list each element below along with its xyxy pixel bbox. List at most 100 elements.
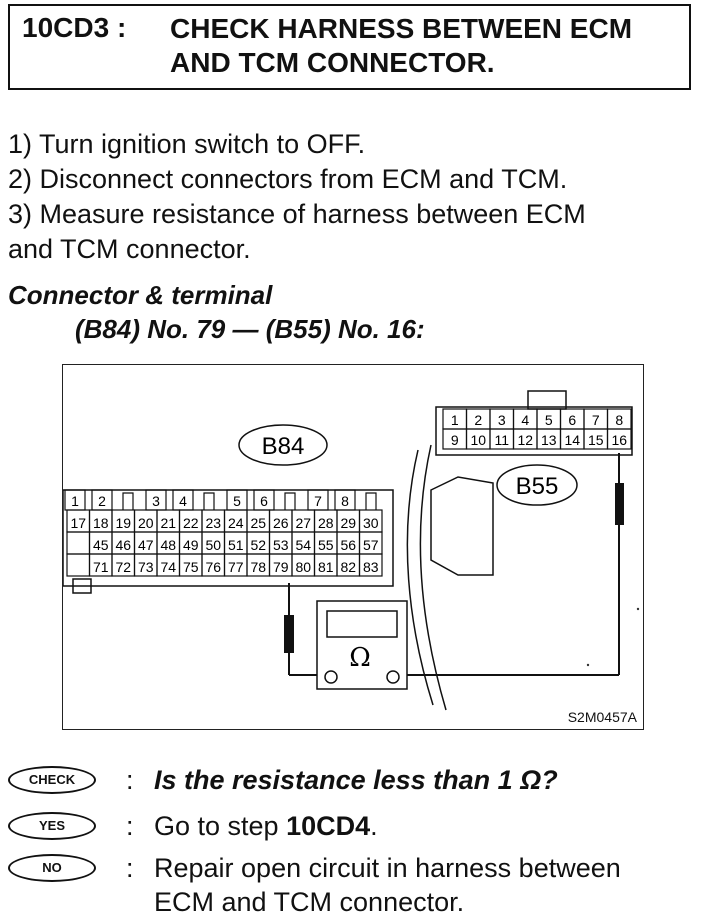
b55-terminal-number: 7 (592, 412, 600, 428)
speck (586, 663, 590, 667)
b55-terminal-number: 9 (451, 432, 459, 448)
b84-terminal-number: 26 (273, 515, 289, 531)
b84-terminal-number: 53 (273, 537, 289, 553)
b84-terminal-number: 50 (205, 537, 221, 553)
b84-terminal-number: 80 (295, 559, 311, 575)
b84-terminal-number: 6 (260, 493, 268, 509)
b84-terminal-number: 17 (70, 515, 86, 531)
b55-terminal-number: 11 (494, 432, 509, 448)
b84-terminal-number: 54 (295, 537, 311, 553)
b55-terminal-number: 15 (588, 432, 604, 448)
b84-terminal-number: 57 (363, 537, 379, 553)
b84-terminal-number: 75 (183, 559, 199, 575)
b84-terminal-number: 49 (183, 537, 199, 553)
b84-terminal-number: 81 (318, 559, 334, 575)
b55-terminal-number: 14 (564, 432, 580, 448)
no-colon: : (126, 853, 134, 883)
b84-terminal-number: 45 (93, 537, 109, 553)
ohm-symbol: Ω (349, 643, 371, 673)
speck (636, 607, 640, 611)
yes-colon: : (126, 811, 134, 841)
ohmmeter (316, 600, 408, 690)
b84-terminal-number: 18 (93, 515, 109, 531)
b84-terminal-number: 7 (314, 493, 322, 509)
b84-terminal-number: 73 (138, 559, 154, 575)
b55-terminal-cell (606, 428, 632, 450)
instruction-step-3-cont: and TCM connector. (8, 234, 251, 264)
check-question: Is the resistance less than 1 Ω? (154, 765, 558, 795)
b84-terminal-number: 52 (250, 537, 266, 553)
step-title: CHECK HARNESS BETWEEN ECM AND TCM CONNEC… (170, 12, 685, 80)
step-code: 10CD3 : (22, 12, 127, 43)
step-header-box: 10CD3 : CHECK HARNESS BETWEEN ECM AND TC… (8, 4, 691, 90)
b55-terminal-number: 8 (615, 412, 623, 428)
b84-terminal-number: 20 (138, 515, 154, 531)
b84-terminal-number: 19 (115, 515, 131, 531)
b84-terminal-number: 71 (93, 559, 109, 575)
b84-notch (203, 492, 215, 510)
b55-terminal-number: 1 (451, 412, 459, 428)
yes-badge: YES (8, 812, 96, 840)
b84-terminal-number: 76 (205, 559, 221, 575)
b84-terminal-number: 47 (138, 537, 154, 553)
no-answer: Repair open circuit in harness between E… (154, 851, 699, 919)
instruction-list: 1) Turn ignition switch to OFF. 2) Disco… (8, 127, 698, 267)
step-title-line1: CHECK HARNESS BETWEEN ECM (170, 13, 633, 44)
b55-terminal-number: 13 (541, 432, 557, 448)
b84-terminal-number: 77 (228, 559, 244, 575)
b84-terminal-number: 2 (98, 493, 106, 509)
b84-terminal-number: 72 (115, 559, 131, 575)
b84-terminal-number: 74 (160, 559, 176, 575)
b55-terminal-number: 16 (611, 432, 627, 448)
b84-terminal-cell (358, 553, 383, 577)
yes-answer: Go to step 10CD4. (154, 809, 699, 843)
yes-suffix: . (370, 811, 378, 841)
b84-terminal-number: 30 (363, 515, 379, 531)
check-colon: : (126, 765, 134, 795)
b84-terminal-number: 83 (363, 559, 379, 575)
b55-terminal-number: 12 (517, 432, 533, 448)
b84-terminal-number: 51 (228, 537, 244, 553)
check-badge: CHECK (8, 766, 96, 794)
b84-label: B84 (262, 433, 305, 460)
b55-probe (396, 453, 624, 676)
b84-terminal-number: 8 (341, 493, 349, 509)
b84-terminal-number: 79 (273, 559, 289, 575)
b84-terminal-cell (66, 531, 91, 555)
connector-detail: (B84) No. 79 — (B55) No. 16: (75, 314, 425, 344)
b55-terminal-number: 2 (474, 412, 482, 428)
b84-terminal-number: 5 (233, 493, 241, 509)
figure-code: S2M0457A (567, 709, 637, 725)
b84-terminal-number: 3 (152, 493, 160, 509)
b84-terminal-number: 23 (205, 515, 221, 531)
b84-terminal-number: 48 (160, 537, 176, 553)
instruction-step-2: 2) Disconnect connectors from ECM and TC… (8, 164, 568, 194)
b84-terminal-number: 46 (115, 537, 131, 553)
b84-terminal-number: 78 (250, 559, 266, 575)
b84-terminal-number: 29 (340, 515, 356, 531)
b84-notch (284, 492, 296, 510)
b55-label: B55 (516, 473, 559, 500)
b84-terminal-number: 28 (318, 515, 334, 531)
b84-label-oval (238, 424, 328, 466)
yes-step-ref: 10CD4 (286, 811, 371, 841)
break-line-right (419, 444, 447, 711)
instruction-step-3: 3) Measure resistance of harness between… (8, 199, 586, 229)
b84-terminal-cell (66, 553, 91, 577)
b55-terminal-number: 6 (568, 412, 576, 428)
b84-terminal-number: 24 (228, 515, 244, 531)
b55-terminal-number: 3 (498, 412, 506, 428)
b84-terminal-number: 22 (183, 515, 199, 531)
b84-terminal-number: 21 (160, 515, 176, 531)
b55-terminal-number: 5 (545, 412, 553, 428)
no-answer-line1: Repair open circuit in harness between (154, 853, 621, 883)
b84-notch (365, 492, 377, 510)
step-title-line2: AND TCM CONNECTOR. (170, 47, 495, 78)
b84-terminal-number: 27 (295, 515, 311, 531)
